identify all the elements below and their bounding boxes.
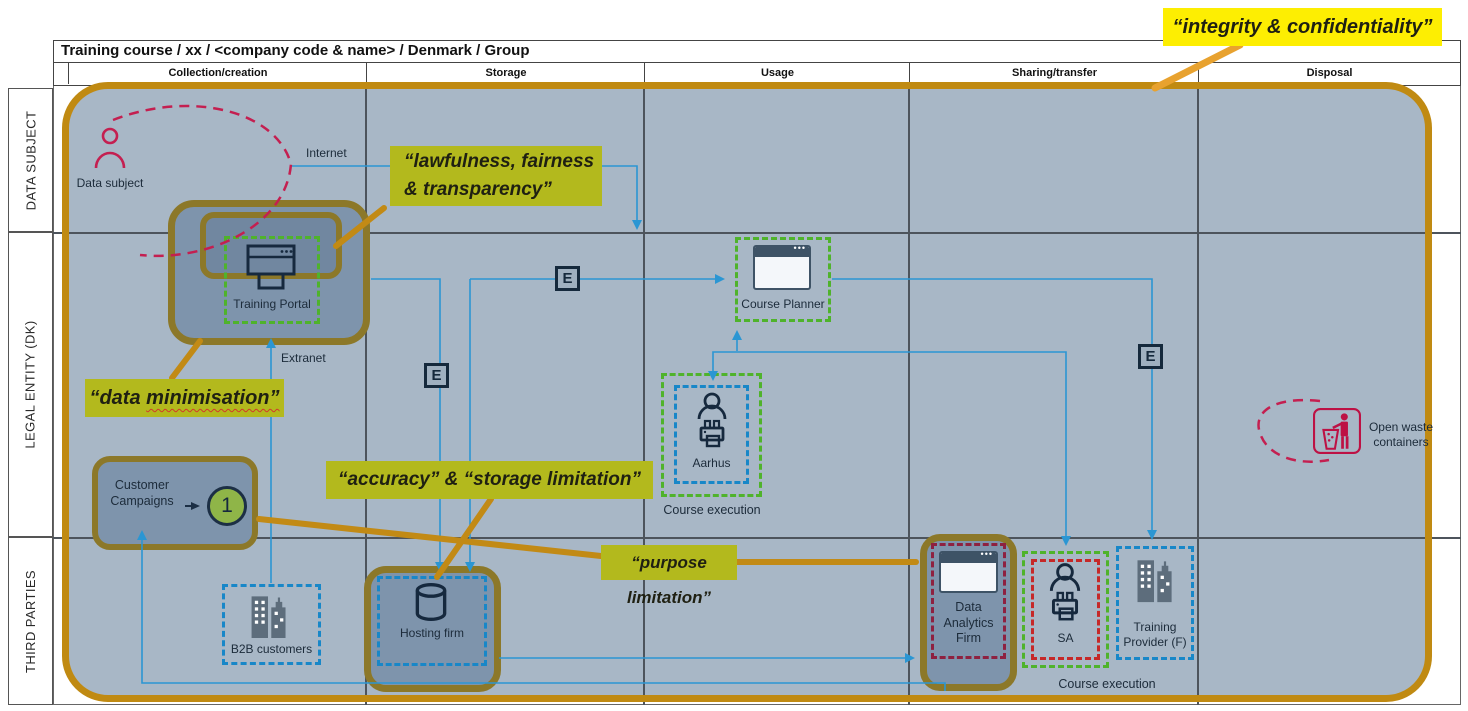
row-label-third-parties: THIRD PARTIES [8,537,53,705]
encryption-marker-1: E [424,363,449,388]
data-analytics-firm-dashed-box [931,543,1006,659]
flow-to-aarhus [708,351,737,381]
training-portal-dashed-box [224,236,320,324]
flow-to-sa [737,351,1071,546]
training-provider-label: Training Provider (F) [1123,620,1187,649]
hosting-firm-dashed-box [377,576,487,666]
column-header-sharing: Sharing/transfer [909,63,1199,84]
data-flow-lines [137,165,1157,691]
aarhus-inner-dashed-box [674,385,749,484]
course-planner-dashed-box [735,237,831,322]
gridline-v2 [643,85,645,705]
risk-scope-arcs [112,104,1330,463]
callout-integrity: “integrity & confidentiality” [1163,8,1442,46]
course-planner-icon [753,243,811,290]
gridline-v3 [908,85,910,705]
aarhus-person-printer-icon [697,392,727,448]
purpose-connector-left [256,516,604,559]
column-header-collection: Collection/creation [68,63,367,84]
internet-label: Internet [306,146,347,160]
data-subject-person-icon [94,127,126,169]
flow-analytics-to-campaigns [137,530,946,691]
aarhus-label: Aarhus [692,456,731,470]
training-provider-buildings-icon [1137,560,1172,603]
callout-data-minimisation: “data minimisation” [85,379,284,417]
extranet-label: Extranet [281,351,326,365]
gridline-h2 [53,537,1461,539]
b2b-customers-buildings-icon [251,596,286,638]
lawfulness-connector [333,205,387,249]
integrity-boundary-border [62,82,1432,702]
gridline-v1 [365,85,367,705]
course-execution-usage-label: Course execution [663,503,761,517]
hosting-firm-label: Hosting firm [399,626,464,640]
data-subject-label: Data subject [76,176,144,190]
data-analytics-firm-label: Data Analytics Firm [943,600,994,646]
callout-accuracy-storage: “accuracy” & “storage limitation” [326,461,653,499]
accuracy-connector [434,496,494,580]
data-subject-arc [112,104,293,258]
sa-person-printer-icon [1049,563,1081,621]
column-header-usage: Usage [644,63,910,84]
training-provider-dashed-box [1116,546,1194,660]
sa-label: SA [1057,631,1074,645]
flow-planner-to-provider [832,278,1157,540]
callout-purpose: “purpose limitation” [601,545,737,607]
minimisation-connector [169,338,203,381]
sa-outer-dashed-box [1022,551,1109,668]
b2b-customers-label: B2B customers [230,642,313,656]
callout-lawfulness: “lawfulness, fairness & transparency” [390,146,602,206]
encryption-marker-2: E [555,266,580,291]
customer-campaigns-label: Customer Campaigns [110,478,174,508]
sa-inner-dashed-box [1031,559,1100,660]
column-header-disposal: Disposal [1198,63,1460,84]
integrity-connector [1151,41,1244,92]
gridline-h1 [53,232,1461,234]
course-planner-label: Course Planner [741,297,825,311]
hosting-firm-box [364,566,501,692]
campaign-step-circle: 1 [207,486,247,526]
row-label-legal-entity: LEGAL ENTITY (DK) [8,232,53,537]
row-label-data-subject: DATA SUBJECT [8,88,53,232]
data-analytics-firm-icon [939,549,998,593]
hosting-firm-database-icon [415,582,447,622]
open-waste-arc [1257,398,1330,463]
b2b-customers-dashed-box [222,584,321,665]
course-execution-sharing-label: Course execution [1058,677,1156,691]
training-portal-icon [246,244,296,290]
flow-portal-to-hosting [371,278,445,572]
callout-connectors [169,41,1244,580]
training-portal-label: Training Portal [233,297,311,311]
gridline-v4 [1197,85,1199,705]
column-header-storage: Storage [366,63,645,84]
encryption-marker-3: E [1138,344,1163,369]
open-waste-icon [1313,408,1361,454]
